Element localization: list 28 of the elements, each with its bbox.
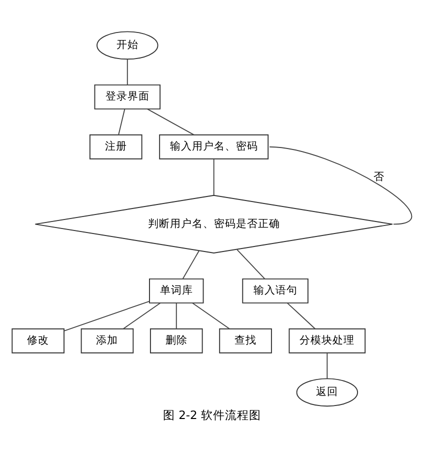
connector: [213, 158, 214, 196]
edge-label: 否: [374, 170, 385, 182]
node-ellipse: 开始: [96, 30, 158, 60]
connector: [236, 248, 266, 279]
node-box: 输入用户名、密码: [159, 134, 269, 159]
node-box: 输入语句: [242, 278, 308, 303]
node-box: 登录界面: [94, 84, 161, 109]
connector: [64, 300, 150, 331]
connector: [286, 302, 316, 329]
connector: [118, 108, 126, 135]
connector: [176, 302, 177, 329]
node-box: 删除: [150, 328, 203, 353]
connector: [326, 352, 328, 378]
node-diamond: 判断用户名、密码是否正确: [34, 194, 393, 253]
node-box: 添加: [80, 328, 134, 353]
connector: [269, 146, 412, 224]
connector: [192, 302, 230, 329]
caption: 图 2-2 软件流程图: [162, 408, 262, 422]
node-box: 查找: [219, 328, 272, 353]
connector: [146, 108, 194, 135]
node-box: 修改: [12, 328, 64, 353]
node-ellipse: 返回: [296, 378, 358, 406]
connector: [126, 58, 128, 85]
connector: [182, 250, 200, 279]
connector: [122, 302, 161, 329]
node-box: 分模块处理: [288, 328, 366, 353]
node-box: 单词库: [149, 278, 204, 303]
node-box: 注册: [89, 134, 142, 159]
